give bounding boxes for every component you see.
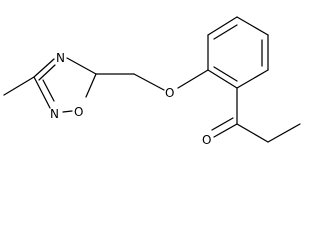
n4-c5-bond (66, 57, 97, 75)
c5-o1-bond (85, 73, 97, 98)
o1-n2-bond (62, 110, 73, 113)
benzene-bond-5 (236, 69, 269, 89)
carbonyl-o-label: O (202, 133, 211, 147)
ethyl-bond (267, 123, 301, 143)
benzene-bond-2 (207, 16, 238, 36)
molecule-diagram: N N O O O (3, 16, 301, 147)
benzene-bond-6 (207, 69, 238, 89)
benzene-inner-double-3 (213, 66, 238, 82)
molecule-structure: N N O O O (3, 16, 301, 147)
benzene-bond-3 (236, 16, 269, 36)
n2-c3-bond (33, 76, 51, 109)
c3-n4-double-bond-inner (38, 64, 56, 81)
ether-o-aryl-bond (177, 69, 209, 89)
n2-c3-bond-inner (42, 79, 55, 102)
ether-o-label: O (165, 86, 174, 100)
ring-o-label: O (74, 105, 83, 119)
carbonyl-double-bond-inner (211, 117, 234, 131)
c3-n4-double-bond-outer (33, 58, 55, 78)
methyl-bond (3, 76, 35, 96)
ring-n-top-label: N (56, 51, 65, 65)
carbonyl-ethyl-bond (236, 123, 269, 143)
benzene-inner-double-1 (213, 24, 238, 40)
ring-n-bottom-label: N (50, 107, 59, 121)
carbonyl-double-bond-outer (213, 123, 238, 138)
ch2-ether-o-bond (133, 73, 165, 91)
